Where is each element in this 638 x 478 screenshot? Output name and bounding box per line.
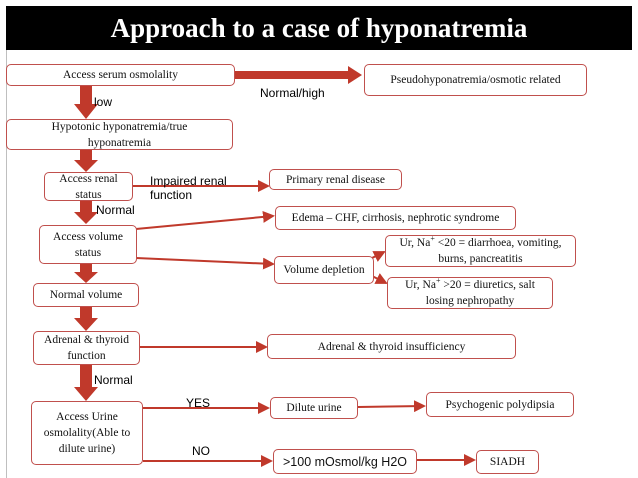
label-yes: YES xyxy=(186,396,211,410)
node-mosmol: >100 mOsmol/kg H2O xyxy=(273,449,417,474)
node-volume-status: Access volume status xyxy=(39,225,137,264)
node-volume-depletion: Volume depletion xyxy=(274,256,374,284)
node-renal-status: Access renal status xyxy=(44,172,133,201)
arrow-to-edema xyxy=(135,210,275,230)
ur-na-gt20-sup: + xyxy=(435,276,441,286)
arrow-dilute-to-psychogenic xyxy=(357,400,426,413)
label-normal-renal: Normal xyxy=(96,203,135,217)
node-hypotonic-hyponatremia: Hypotonic hyponatremia/true hyponatremia xyxy=(6,119,233,150)
node-psychogenic-polydipsia: Psychogenic polydipsia xyxy=(426,392,574,417)
arrow-depletion-to-lt20 xyxy=(371,251,386,262)
node-adrenal-thyroid-function: Adrenal & thyroid function xyxy=(33,331,140,365)
left-border-line xyxy=(6,50,7,478)
node-siadh: SIADH xyxy=(476,450,539,474)
arrow-to-adrenal xyxy=(74,306,98,331)
label-no: NO xyxy=(192,444,210,458)
node-ur-na-gt20: Ur, Na+ >20 = diuretics, salt losing nep… xyxy=(387,277,553,309)
label-normal-high: Normal/high xyxy=(260,86,325,100)
arrow-renal-normal xyxy=(74,201,98,224)
arrow-to-normal-volume xyxy=(74,264,98,283)
node-adrenal-thyroid-insufficiency: Adrenal & thyroid insufficiency xyxy=(267,334,516,359)
arrow-normal-high xyxy=(235,66,362,84)
label-impaired-renal: Impaired renal function xyxy=(150,174,227,202)
arrow-adrenal-normal xyxy=(74,365,98,401)
node-primary-renal-disease: Primary renal disease xyxy=(269,169,402,190)
title-bar: Approach to a case of hyponatremia xyxy=(6,6,632,50)
arrow-to-renal xyxy=(74,150,98,172)
ur-na-gt20-prefix: Ur, Na xyxy=(405,279,436,291)
ur-na-lt20-sup: + xyxy=(430,234,435,244)
node-normal-volume: Normal volume xyxy=(33,283,139,307)
node-pseudohyponatremia: Pseudohyponatremia/osmotic related xyxy=(364,64,587,96)
ur-na-gt20-text: >20 = diuretics, salt losing nephropathy xyxy=(425,279,535,307)
node-serum-osmolality: Access serum osmolality xyxy=(6,64,235,86)
node-urine-osmolality: Access Urine osmolality(Able to dilute u… xyxy=(31,401,143,465)
ur-na-lt20-text: <20 = diarrhoea, vomiting, burns, pancre… xyxy=(434,237,562,265)
arrow-low xyxy=(74,86,98,119)
arrow-to-volume-depletion xyxy=(135,257,275,270)
arrow-depletion-to-gt20 xyxy=(371,273,388,284)
label-normal-adrenal: Normal xyxy=(94,373,133,387)
node-ur-na-lt20: Ur, Na+ <20 = diarrhoea, vomiting, burns… xyxy=(385,235,576,267)
node-edema: Edema – CHF, cirrhosis, nephrotic syndro… xyxy=(275,206,516,230)
page-title: Approach to a case of hyponatremia xyxy=(110,13,528,43)
label-low: low xyxy=(94,95,113,109)
ur-na-lt20-prefix: Ur, Na xyxy=(399,237,431,249)
node-dilute-urine: Dilute urine xyxy=(270,397,358,419)
